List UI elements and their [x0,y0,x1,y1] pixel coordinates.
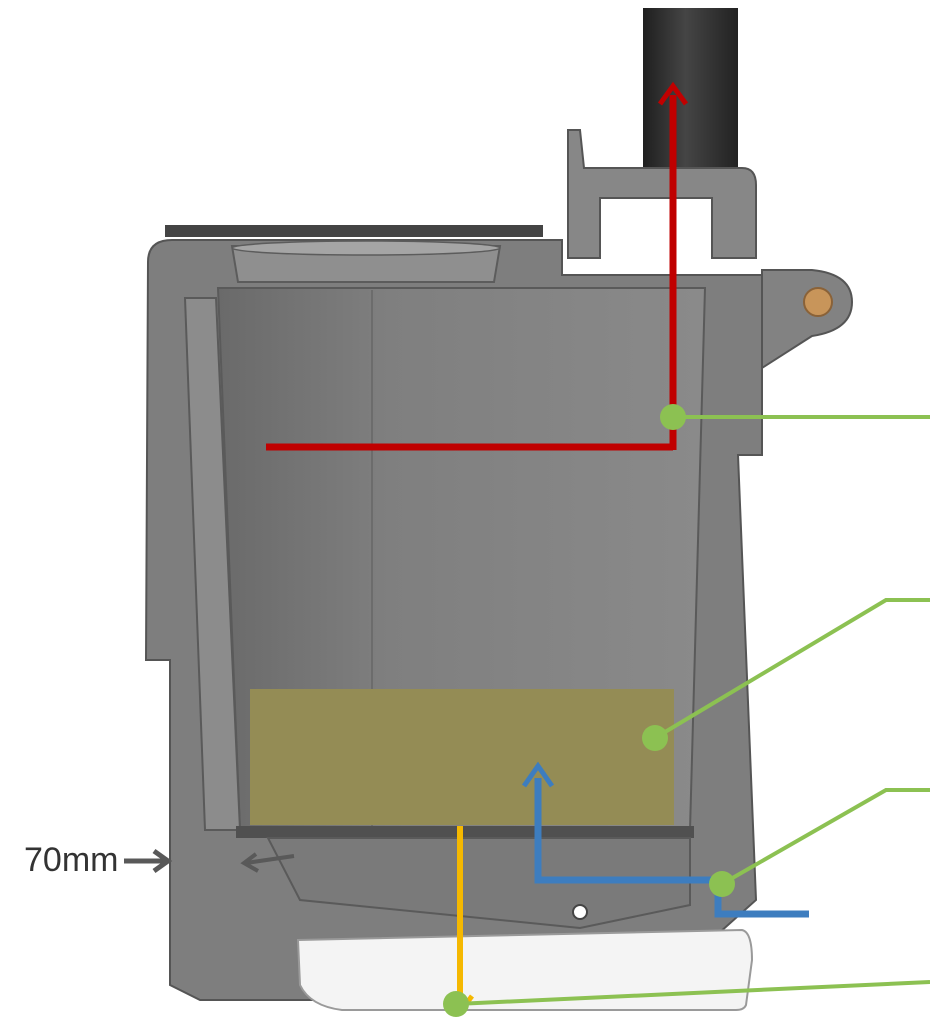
ash-pan [296,928,754,1011]
flue-collar [567,129,757,259]
callout-line-fuel-bed [653,598,930,740]
flue-pipe [643,8,738,178]
top-plate [165,225,543,237]
callout-line-air-inlet [721,788,930,886]
hot-gas-arrow-head [657,81,689,106]
callout-dot-air-inlet [709,871,735,897]
clearance-label: 70mm [24,841,119,879]
mounting-lug [761,269,854,370]
baffle-rim [231,240,501,256]
grate [236,826,694,838]
callout-dot-ash-pan [443,991,469,1017]
clearance-arrow-outer-head [152,848,173,874]
bolt-hole [572,904,588,920]
callout-dot-flue [660,404,686,430]
clearance-arrow-inner [245,854,295,865]
air-inlet-arrow-head [521,761,555,788]
clearance-arrow-inner-head [240,852,259,873]
callout-dot-fuel-bed [642,725,668,751]
lug-knob [803,287,833,317]
fuel-bed [250,689,674,825]
callout-line-ash-pan [455,980,930,1006]
